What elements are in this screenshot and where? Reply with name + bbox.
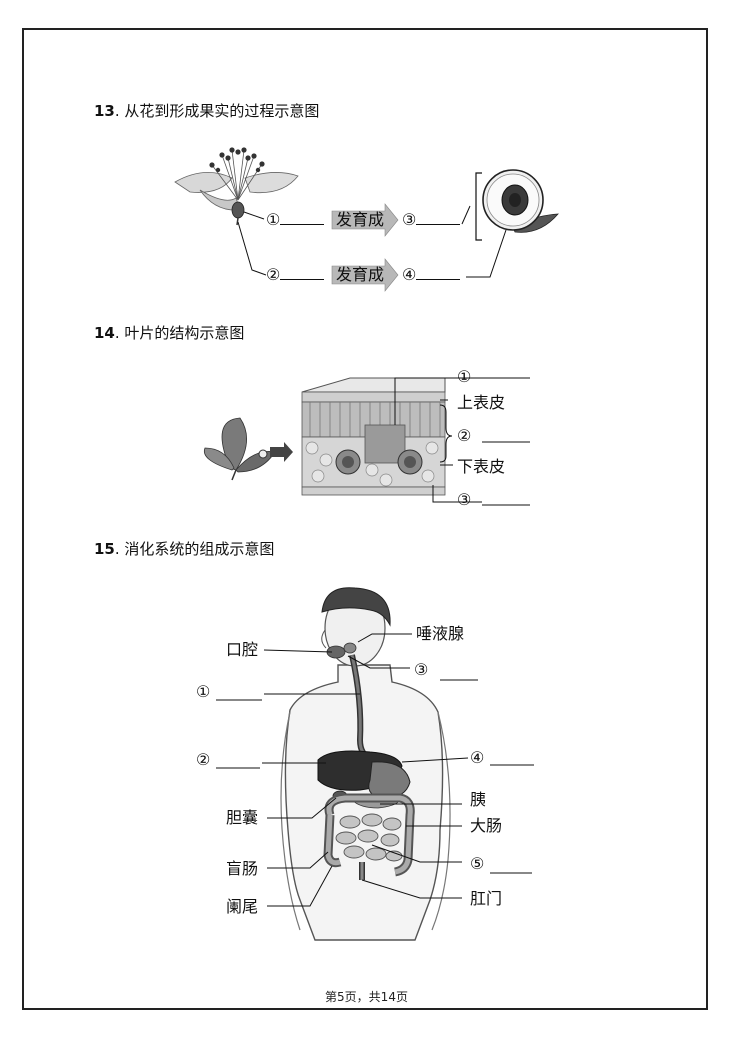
digest-label-appendix: 阑尾 xyxy=(226,897,259,916)
digest-label-salivary-gland: 唾液腺 xyxy=(416,624,465,643)
digest-label-cecum: 盲肠 xyxy=(226,859,259,878)
digest-label-anus: 肛门 xyxy=(470,889,503,908)
page-footer: 第5页，共14页 xyxy=(325,990,408,1004)
develop-arrow-1 xyxy=(331,203,399,237)
digest-label-1: ① xyxy=(196,682,211,701)
section-15-heading: 15. 消化系统的组成示意图 xyxy=(94,540,275,558)
leaf-label-1: ① xyxy=(457,367,472,386)
arrow-text-1: 发育成 xyxy=(336,210,385,229)
leaf-illustration xyxy=(203,417,293,481)
digest-label-large-intestine: 大肠 xyxy=(470,816,503,835)
leaf-label-2: ② xyxy=(457,426,472,445)
leaf-cross-section xyxy=(301,377,446,496)
fruit-label-2: ② xyxy=(266,267,325,283)
fruit-label-3: ③ xyxy=(402,212,461,228)
section-14-heading: 14. 叶片的结构示意图 xyxy=(94,324,245,342)
digest-label-gallbladder: 胆囊 xyxy=(226,808,259,827)
leaf-label-lower-epidermis: 下表皮 xyxy=(457,457,506,476)
fruit-label-4: ④ xyxy=(402,267,461,283)
digest-label-mouth: 口腔 xyxy=(226,640,259,659)
section-13-heading: 13. 从花到形成果实的过程示意图 xyxy=(94,102,320,120)
digest-label-2: ② xyxy=(196,750,211,769)
digest-label-4: ④ xyxy=(470,748,485,767)
flower-illustration xyxy=(174,147,299,226)
page-frame xyxy=(22,28,708,1010)
leaf-label-3: ③ xyxy=(457,490,472,509)
digest-label-pancreas: 胰 xyxy=(470,790,487,809)
develop-arrow-2 xyxy=(331,258,399,292)
leaf-label-upper-epidermis: 上表皮 xyxy=(457,393,506,412)
fruit-label-1: ① xyxy=(266,212,325,228)
digest-label-3: ③ xyxy=(414,660,429,679)
digest-label-5: ⑤ xyxy=(470,854,485,873)
human-body-illustration xyxy=(280,587,451,941)
arrow-text-2: 发育成 xyxy=(336,265,385,284)
fruit-illustration xyxy=(482,169,559,233)
